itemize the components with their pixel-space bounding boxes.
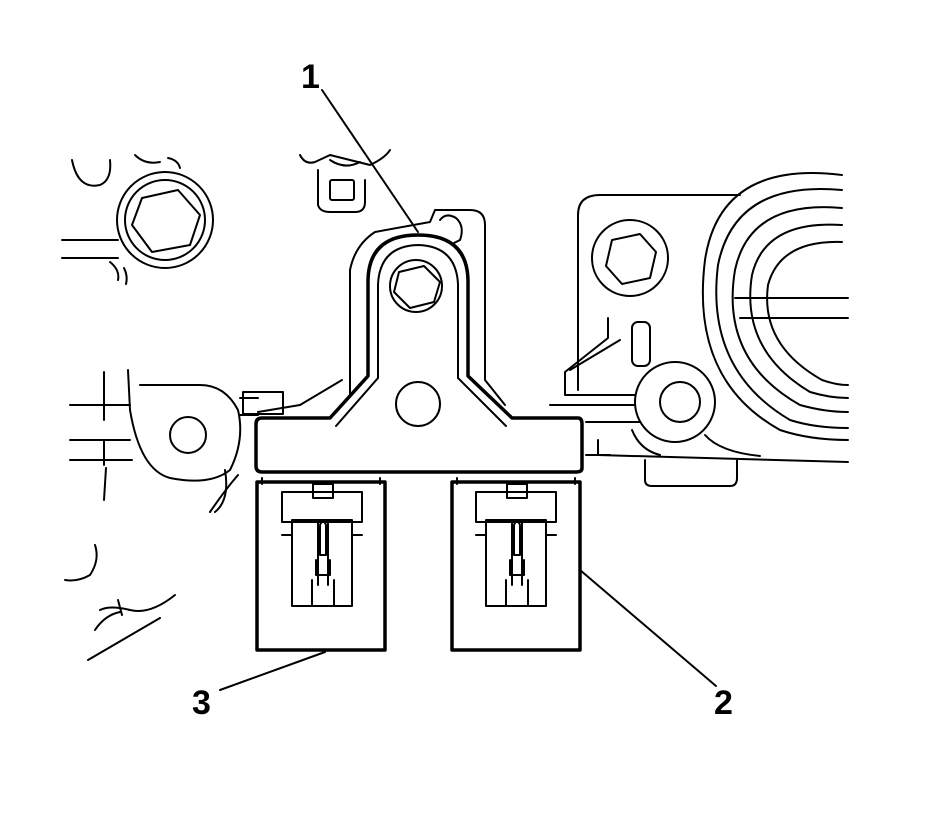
right-housing [559,172,849,487]
callout-label-3: 3 [192,684,211,722]
top-clip [299,149,391,213]
leader-lines [219,89,717,691]
solenoid-bracket [254,233,584,474]
solenoid-left [255,477,387,652]
leader-line-2 [579,569,717,687]
leader-line-3 [219,651,326,691]
callout-label-2: 2 [714,684,733,722]
callout-label-1: 1 [301,58,320,96]
solenoid-right [450,477,582,652]
left-housing [61,154,284,661]
leader-line-1 [321,89,419,233]
bracket-plate [257,209,586,413]
